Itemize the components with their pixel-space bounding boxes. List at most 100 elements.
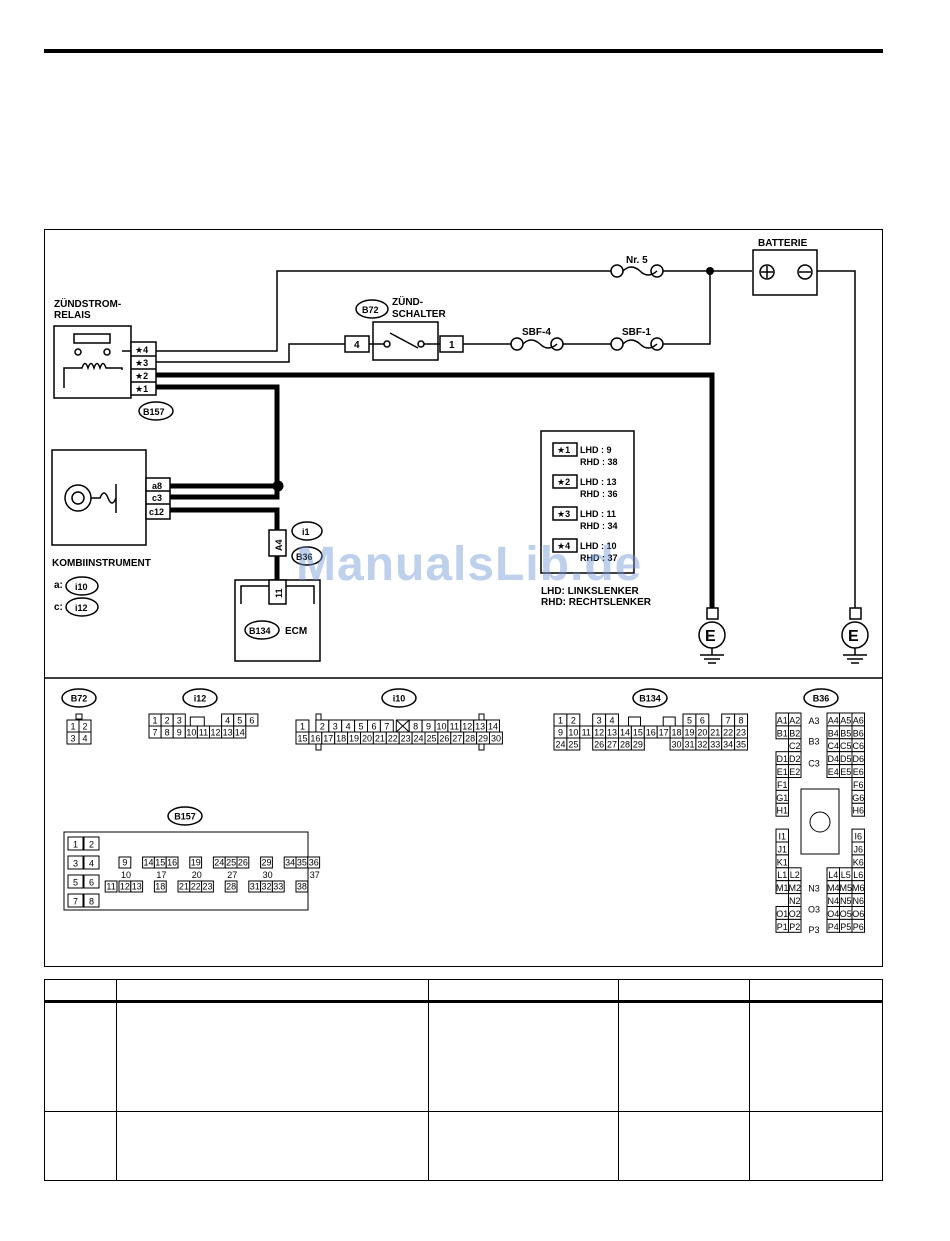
connector-b36-ecm-label: B36: [296, 552, 313, 562]
fuse-sbf4-label: SBF-4: [522, 327, 551, 338]
pin-cell: [260, 856, 273, 869]
pin-label: 8: [739, 716, 744, 726]
legend-rhd: RHD : 34: [580, 521, 618, 531]
pin-label: 32: [697, 740, 707, 750]
pin-cell: [245, 713, 259, 727]
pin-label: 38: [297, 882, 307, 892]
pin-cell: [734, 737, 748, 751]
pin-label: 5: [359, 722, 364, 732]
pin-label: 12: [594, 728, 604, 738]
legend-key-box: [552, 538, 578, 553]
pin-label: M1: [776, 883, 789, 893]
pin-label: 9: [177, 728, 182, 738]
latch: [662, 716, 676, 727]
pin-label: 6: [249, 716, 254, 726]
pin-label: 1: [73, 840, 78, 850]
pin-label: A3: [808, 716, 819, 726]
connector-view-b134-tag-label: B134: [639, 694, 661, 704]
connector-tag-b157: [138, 401, 174, 421]
pin-cell: [224, 880, 238, 893]
pin-label: 30: [263, 870, 273, 880]
pin-label: 11: [199, 728, 208, 738]
pin-cell: [201, 880, 214, 893]
pin-cell: [788, 918, 802, 933]
pin-label: 19: [191, 858, 201, 868]
pin-label: 9: [558, 728, 563, 738]
pin-label: 2: [89, 840, 94, 850]
table-header-row: [44, 979, 883, 1003]
pin-label: 2: [571, 716, 576, 726]
pin-label: 10: [436, 722, 446, 732]
pin-label: 6: [700, 716, 705, 726]
kombi-pin-c12: c12: [149, 507, 164, 517]
pin-cell: [83, 836, 100, 851]
pin-label: 13: [223, 728, 233, 738]
connector-view-i10-tag: [381, 688, 417, 708]
ground-right-icon: [841, 607, 869, 664]
relay-pin-1: ★1: [135, 384, 148, 394]
connector-b134-ecm-label: B134: [249, 626, 271, 636]
relay-pin-dividers: [131, 355, 156, 383]
pin-label: 16: [646, 728, 656, 738]
pin-label: 23: [202, 882, 212, 892]
kombi-conn-c-prefix: c:: [54, 602, 63, 613]
pin-label: 27: [452, 734, 462, 744]
pin-label: L6: [853, 870, 863, 880]
pin-cell: [630, 737, 645, 751]
table-row: [44, 1111, 883, 1181]
connector-view-i12-tag-label: i12: [194, 694, 207, 704]
pin-label: 12: [462, 722, 472, 732]
pin-label: N3: [808, 884, 820, 894]
pin-label: B2: [789, 728, 800, 738]
connector-view-i12-tag: [182, 688, 218, 708]
pin-label: 16: [310, 734, 320, 744]
pin-label: N2: [789, 896, 801, 906]
pin-label: O6: [852, 909, 864, 919]
table-header-cell: [618, 979, 750, 1003]
pin-label: 26: [238, 858, 248, 868]
pin-label: K1: [777, 857, 788, 867]
pin-label: 31: [250, 882, 260, 892]
legend-rhd: RHD : 36: [580, 489, 618, 499]
switch-pin-1: 1: [449, 340, 455, 351]
pin-label: C5: [840, 741, 852, 751]
pin-label: 11: [106, 882, 115, 892]
pin-label: 23: [736, 728, 746, 738]
latch: [315, 713, 322, 721]
pin-label: E4: [828, 767, 839, 777]
ground-left-label: E: [705, 628, 716, 645]
pin-label: 4: [82, 734, 87, 744]
pin-label: L5: [841, 870, 851, 880]
connector-tag-i12-kombi: [65, 597, 99, 617]
latch: [478, 743, 485, 751]
connector-view-b36-tag: [803, 688, 839, 708]
relay-pin-3: ★3: [135, 358, 148, 368]
connector-view-b157-tag-label: B157: [174, 812, 196, 822]
pin-label: 5: [237, 716, 242, 726]
pin-label: J6: [853, 844, 863, 854]
table-cell: [428, 1111, 619, 1181]
pin-label: 13: [475, 722, 485, 732]
connector-view-b157-body: [63, 831, 309, 911]
diagram-frame: [44, 229, 883, 967]
pin-label: 15: [297, 734, 307, 744]
pin-label: 31: [684, 740, 694, 750]
pin-label: 29: [478, 734, 488, 744]
pin-label: N4: [827, 896, 839, 906]
relay-label-line2: RELAIS: [54, 310, 91, 321]
pin-cell: [83, 874, 100, 889]
pin-cell: [165, 856, 179, 869]
table-cell: [44, 1001, 117, 1112]
pin-label: P4: [828, 922, 839, 932]
pin-cell: [236, 856, 250, 869]
pin-label: 28: [620, 740, 630, 750]
pin-label: 7: [73, 897, 78, 907]
legend-key-box: [552, 506, 578, 521]
pin-cell: [78, 731, 92, 745]
pin-label: C4: [827, 741, 839, 751]
connector-b72-switch-label: B72: [362, 305, 379, 315]
pin-label: 4: [225, 716, 230, 726]
pin-cell: [233, 725, 247, 739]
pin-label: E1: [777, 767, 788, 777]
